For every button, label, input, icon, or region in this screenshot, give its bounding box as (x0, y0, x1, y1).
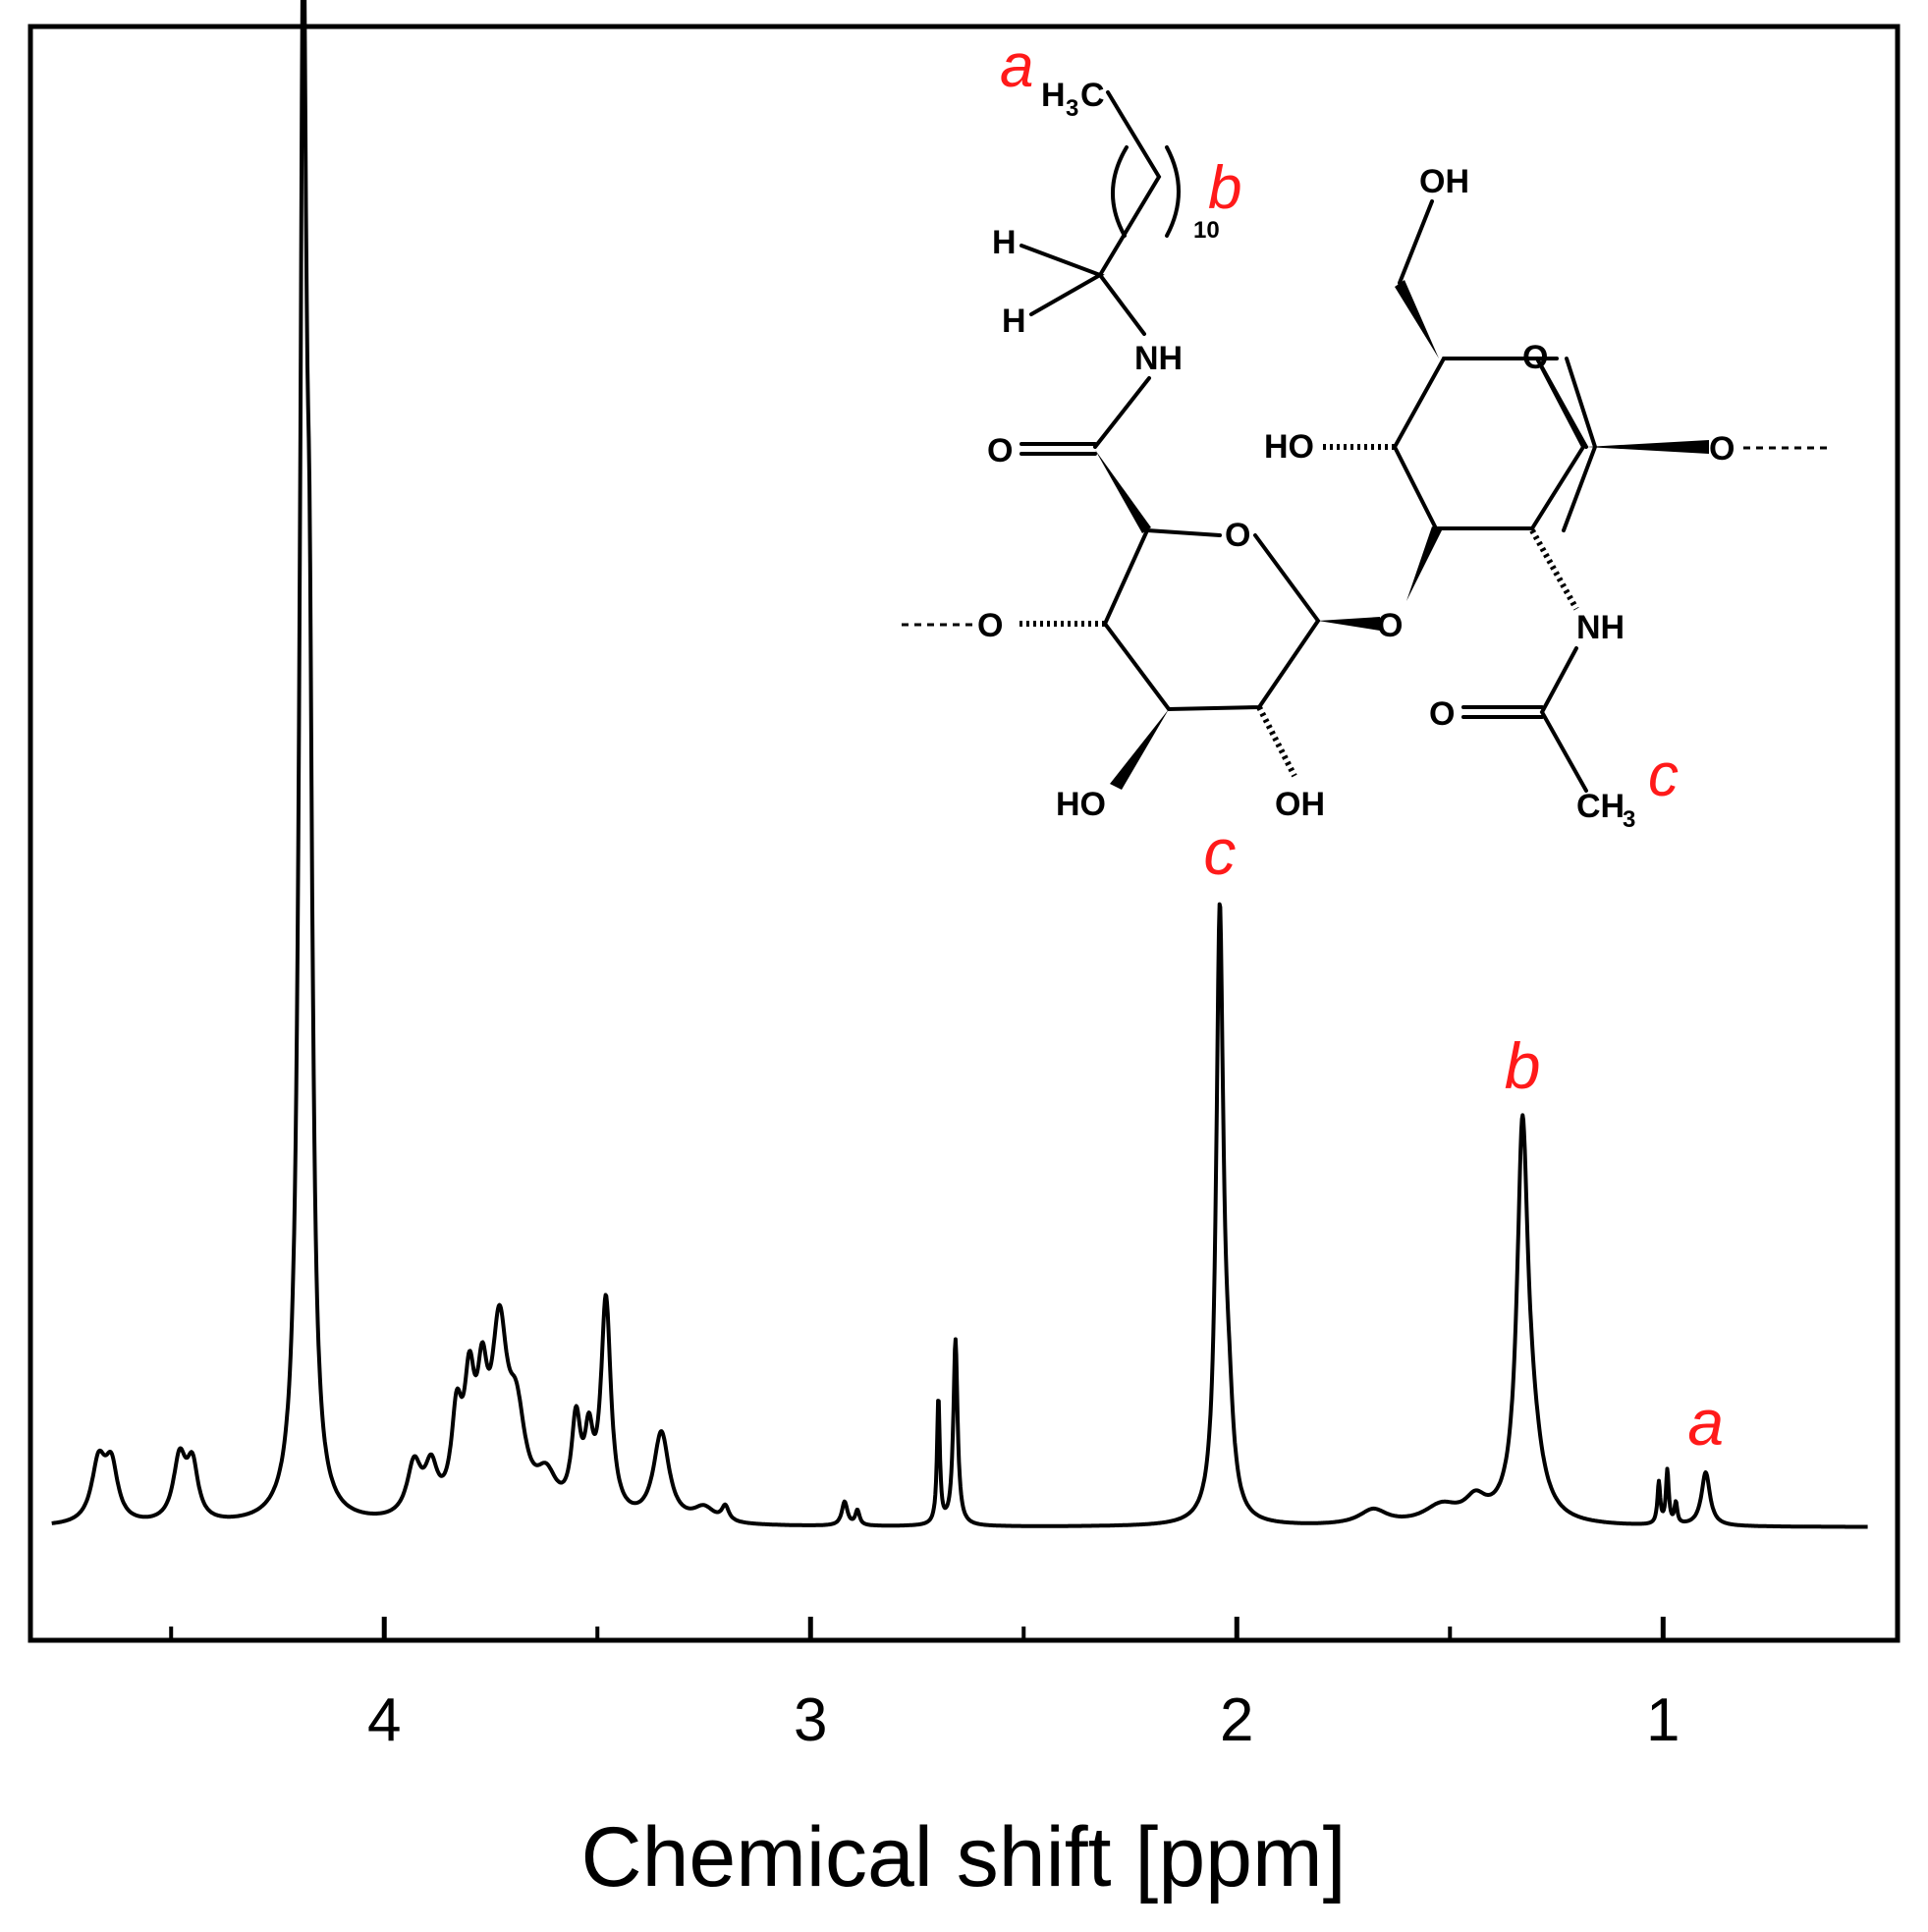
struct-ho-mid: HO (1264, 428, 1314, 466)
struct-ho-bottom-left: HO (1056, 786, 1106, 823)
struct-h3c-h: H (1041, 77, 1066, 114)
x-tick-label: 2 (1220, 1686, 1253, 1754)
peak-label-c: c (1203, 815, 1236, 888)
x-tick-label: 4 (367, 1686, 401, 1754)
struct-o-carbonyl-left: O (987, 432, 1013, 469)
struct-oh-top: OH (1419, 163, 1469, 200)
struct-h-upper: H (992, 224, 1017, 261)
struct-label-b: b (1208, 154, 1241, 222)
struct-o-link-right: O (1709, 430, 1735, 468)
struct-ch3-sub: 3 (1623, 806, 1635, 833)
peak-label-b: b (1505, 1029, 1541, 1102)
peak-label-a: a (1687, 1386, 1724, 1459)
plot-frame (28, 24, 1900, 1643)
spectrum-line (50, 0, 1869, 1529)
x-tick-label: 1 (1646, 1686, 1680, 1754)
struct-o-carbonyl-right: O (1429, 695, 1455, 733)
struct-nh-right: NH (1576, 609, 1625, 646)
struct-h-lower: H (1002, 303, 1026, 340)
struct-o-link-left: O (977, 607, 1003, 644)
struct-h3c-c: C (1080, 77, 1105, 114)
struct-repeat-sub: 10 (1193, 217, 1220, 244)
struct-label-a: a (1000, 32, 1033, 100)
struct-label-c: c (1648, 742, 1679, 809)
struct-nh-top: NH (1134, 340, 1183, 377)
x-tick-label: 3 (794, 1686, 827, 1754)
struct-o-glyco: O (1377, 607, 1403, 644)
struct-oh-bottom-right: OH (1275, 786, 1325, 823)
x-axis-title: Chemical shift [ppm] (580, 1810, 1346, 1904)
struct-h3c-sub: 3 (1066, 95, 1078, 122)
struct-o-ring-left: O (1225, 517, 1250, 554)
x-axis-ticks: 4 3 2 1 (169, 1617, 1680, 1754)
struct-o-ring-right: O (1522, 339, 1548, 376)
struct-ch3-ch: CH (1576, 788, 1625, 825)
chemical-structure: a H 3 C 10 b H H NH O O O HO OH O O (902, 32, 1832, 833)
peak-annotations: c b a (1203, 815, 1724, 1459)
